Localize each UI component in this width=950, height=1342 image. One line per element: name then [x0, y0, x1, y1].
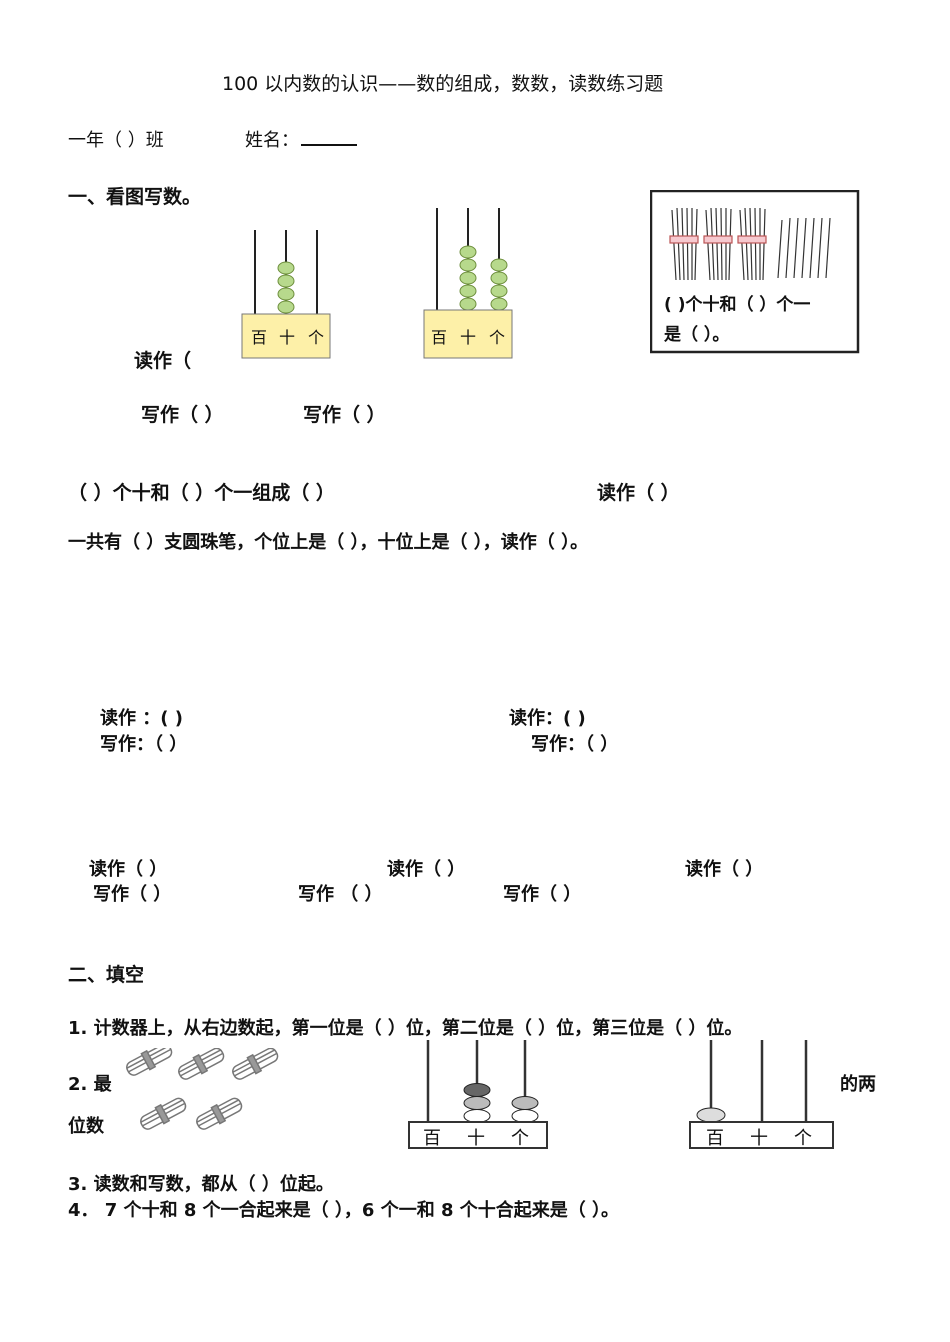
abacus2-label-hundreds: 百 [431, 328, 448, 347]
pair-read-left: 读作 ：( ) [100, 708, 183, 729]
triple-write-3: 写作（ ） [503, 884, 582, 905]
pair-write-left: 写作：（ ） [100, 734, 188, 755]
abacus-figure-2 [423, 208, 513, 359]
q3-text: 3. 读数和写数，都从（ ）位起。 [68, 1174, 334, 1195]
triple-write-2: 写作 （ ） [298, 884, 383, 905]
sticks-caption-line2: 是（ ）。 [664, 325, 730, 345]
q4-text: 4． 7 个十和 8 个一合起来是（ ），6 个一和 8 个十合起来是（ ）。 [68, 1200, 620, 1221]
name-label-text: 姓名： [245, 130, 299, 151]
q2-end: 的两 [840, 1074, 876, 1095]
q-pens: 一共有（ ）支圆珠笔，个位上是（ ），十位上是（ ），读作（ ）。 [68, 532, 589, 553]
counter-a-label-tens: 十 [467, 1128, 485, 1149]
abacus1-label-tens: 十 [279, 328, 296, 347]
triple-write-1: 写作（ ） [93, 884, 172, 905]
read-as-1: 读作（ [134, 350, 192, 372]
pair-read-right: 读作：( ) [509, 708, 586, 729]
q-compose: （ ）个十和（ ）个一组成（ ） [68, 482, 335, 504]
abacus1-label-hundreds: 百 [251, 328, 268, 347]
counter-a-label-ones: 个 [511, 1128, 529, 1149]
abacus2-label-ones: 个 [489, 328, 506, 347]
counter-abacus-b [689, 1040, 834, 1149]
q-compose-read: 读作（ ） [597, 482, 680, 504]
sticks-caption-line1: ( )个十和（ ）个一 [664, 295, 811, 315]
triple-read-1: 读作（ ） [89, 859, 168, 880]
triple-read-2: 读作（ ） [387, 859, 466, 880]
counter-b-label-ones: 个 [794, 1128, 812, 1149]
q2-line2: 位数 [68, 1116, 104, 1137]
abacus1-label-ones: 个 [308, 328, 325, 347]
abacus-figure-1 [241, 230, 331, 359]
write-as-a: 写作（ ） [141, 404, 224, 426]
class-label: 一年（ ）班 [68, 130, 164, 151]
q2-start: 2. 最 [68, 1074, 112, 1095]
page-title: 100 以内数的认识——数的组成，数数，读数练习题 [222, 73, 664, 95]
pair-write-right: 写作：（ ） [531, 734, 619, 755]
section2-heading: 二、填空 [68, 964, 145, 986]
name-label: 姓名： [245, 126, 357, 152]
counter-abacus-a [408, 1040, 548, 1149]
q1-text: 1. 计数器上，从右边数起，第一位是（ ）位，第二位是（ ）位，第三位是（ ）位… [68, 1018, 743, 1039]
abacus2-label-tens: 十 [460, 328, 477, 347]
name-blank-line [301, 130, 357, 146]
counter-b-label-hundreds: 百 [706, 1128, 724, 1149]
sticks-picture-box [650, 190, 860, 354]
counter-b-label-tens: 十 [750, 1128, 768, 1149]
section1-heading: 一、看图写数。 [68, 186, 202, 208]
counter-a-label-hundreds: 百 [423, 1128, 441, 1149]
write-as-b: 写作（ ） [303, 404, 386, 426]
bundled-sticks-picture [126, 1048, 279, 1130]
triple-read-3: 读作（ ） [685, 859, 764, 880]
